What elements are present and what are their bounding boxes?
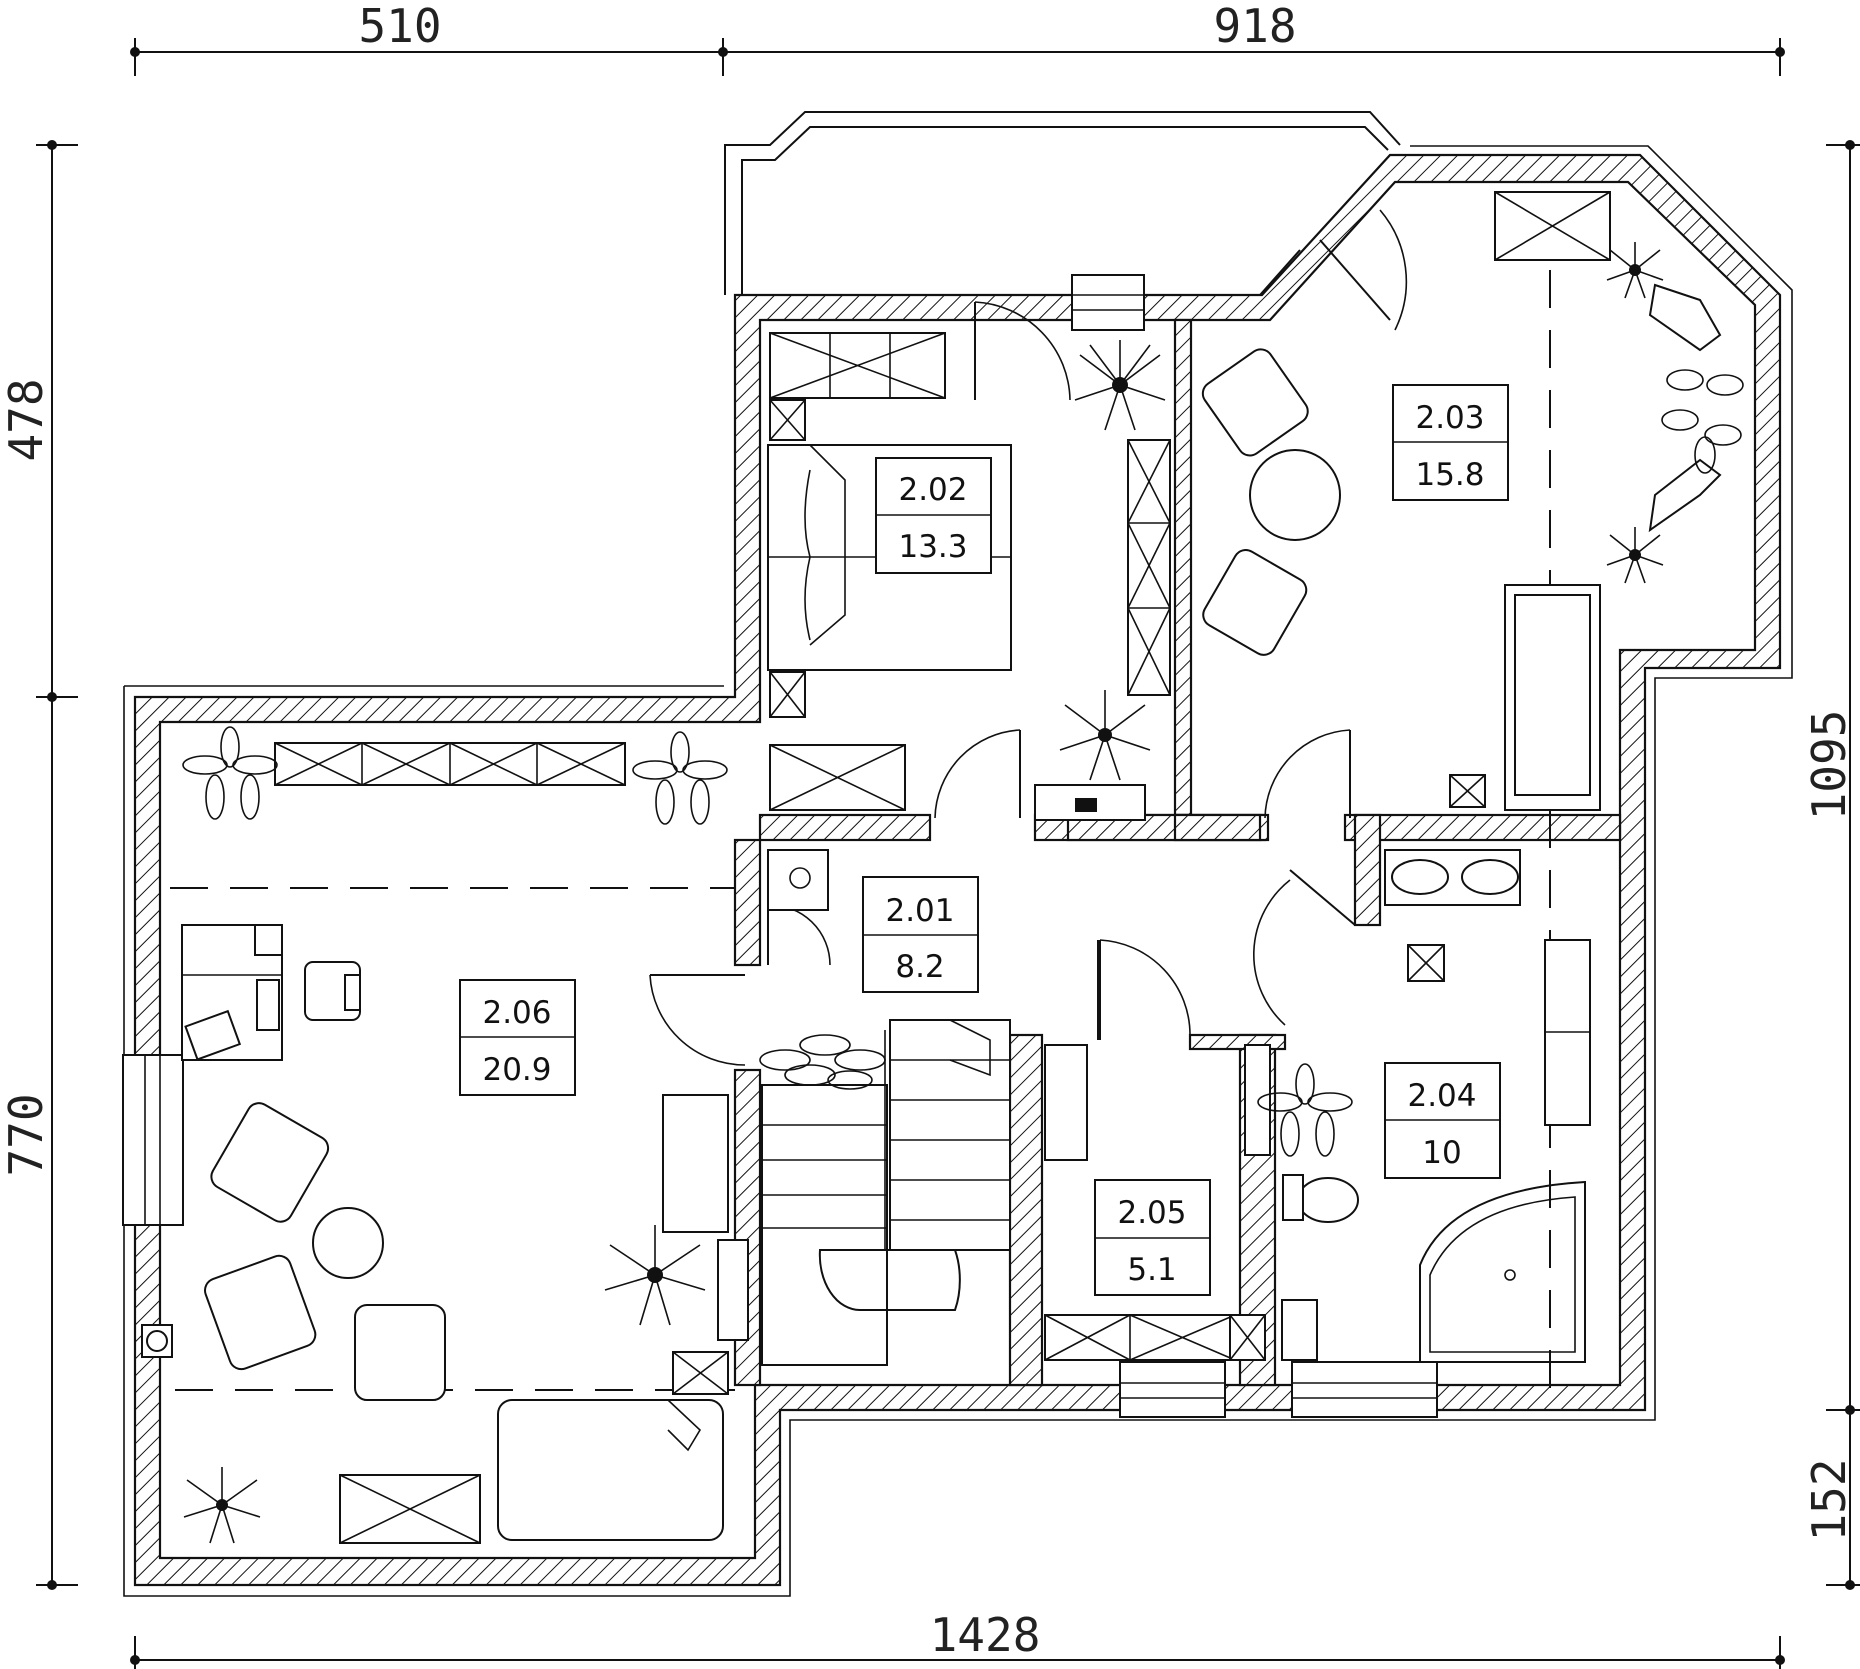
room-area: 10: [1422, 1135, 1461, 1171]
plant-icon: [1661, 369, 1744, 474]
room-area: 8.2: [895, 949, 944, 985]
room-id: 2.05: [1117, 1195, 1186, 1231]
room-id: 2.06: [482, 995, 551, 1031]
plant-icon: [632, 731, 728, 825]
windows: [122, 274, 1438, 1418]
room-id: 2.03: [1415, 400, 1484, 436]
room-area: 20.9: [482, 1052, 551, 1088]
plant-icon: [183, 1467, 261, 1544]
dim-right-upper: 1095: [1802, 710, 1856, 821]
plant-icon: [604, 1225, 706, 1326]
room-id: 2.04: [1407, 1078, 1476, 1114]
room-2-05: 2.05 5.1: [1094, 1179, 1211, 1296]
room-2-02: 2.02 13.3: [875, 457, 992, 574]
exterior-outline: [123, 145, 1793, 1597]
plants: [182, 242, 1744, 1544]
dimension-lines: [36, 38, 1860, 1669]
doors: [649, 209, 1408, 1066]
plant-icon: [1606, 242, 1664, 299]
plant-icon: [759, 1034, 886, 1090]
dim-bottom: 1428: [930, 1608, 1041, 1662]
plant-icon: [1059, 690, 1151, 781]
plant-icon: [1074, 340, 1166, 431]
room-area: 5.1: [1127, 1252, 1176, 1288]
room-2-04: 2.04 10: [1384, 1062, 1501, 1179]
room-area: 13.3: [898, 529, 967, 565]
room-area: 15.8: [1415, 457, 1484, 493]
dim-right-lower: 152: [1802, 1458, 1856, 1541]
room-2-03: 2.03 15.8: [1392, 384, 1509, 501]
dim-top-left: 510: [358, 0, 441, 53]
room-labels: 2.02 13.3 2.03 15.8 2.01 8.2 2.06 20.9 2…: [459, 384, 1509, 1296]
plant-icon: [1257, 1063, 1353, 1157]
room-id: 2.02: [898, 472, 967, 508]
room-2-06: 2.06 20.9: [459, 979, 576, 1096]
plant-icon: [182, 726, 278, 820]
room-id: 2.01: [885, 893, 954, 929]
room-2-01: 2.01 8.2: [862, 876, 979, 993]
dim-left-lower: 770: [0, 1093, 53, 1176]
plant-icon: [1606, 527, 1664, 584]
exterior-wall: [133, 153, 1782, 1587]
dim-left-upper: 478: [0, 378, 53, 461]
dim-top-right: 918: [1213, 0, 1296, 53]
